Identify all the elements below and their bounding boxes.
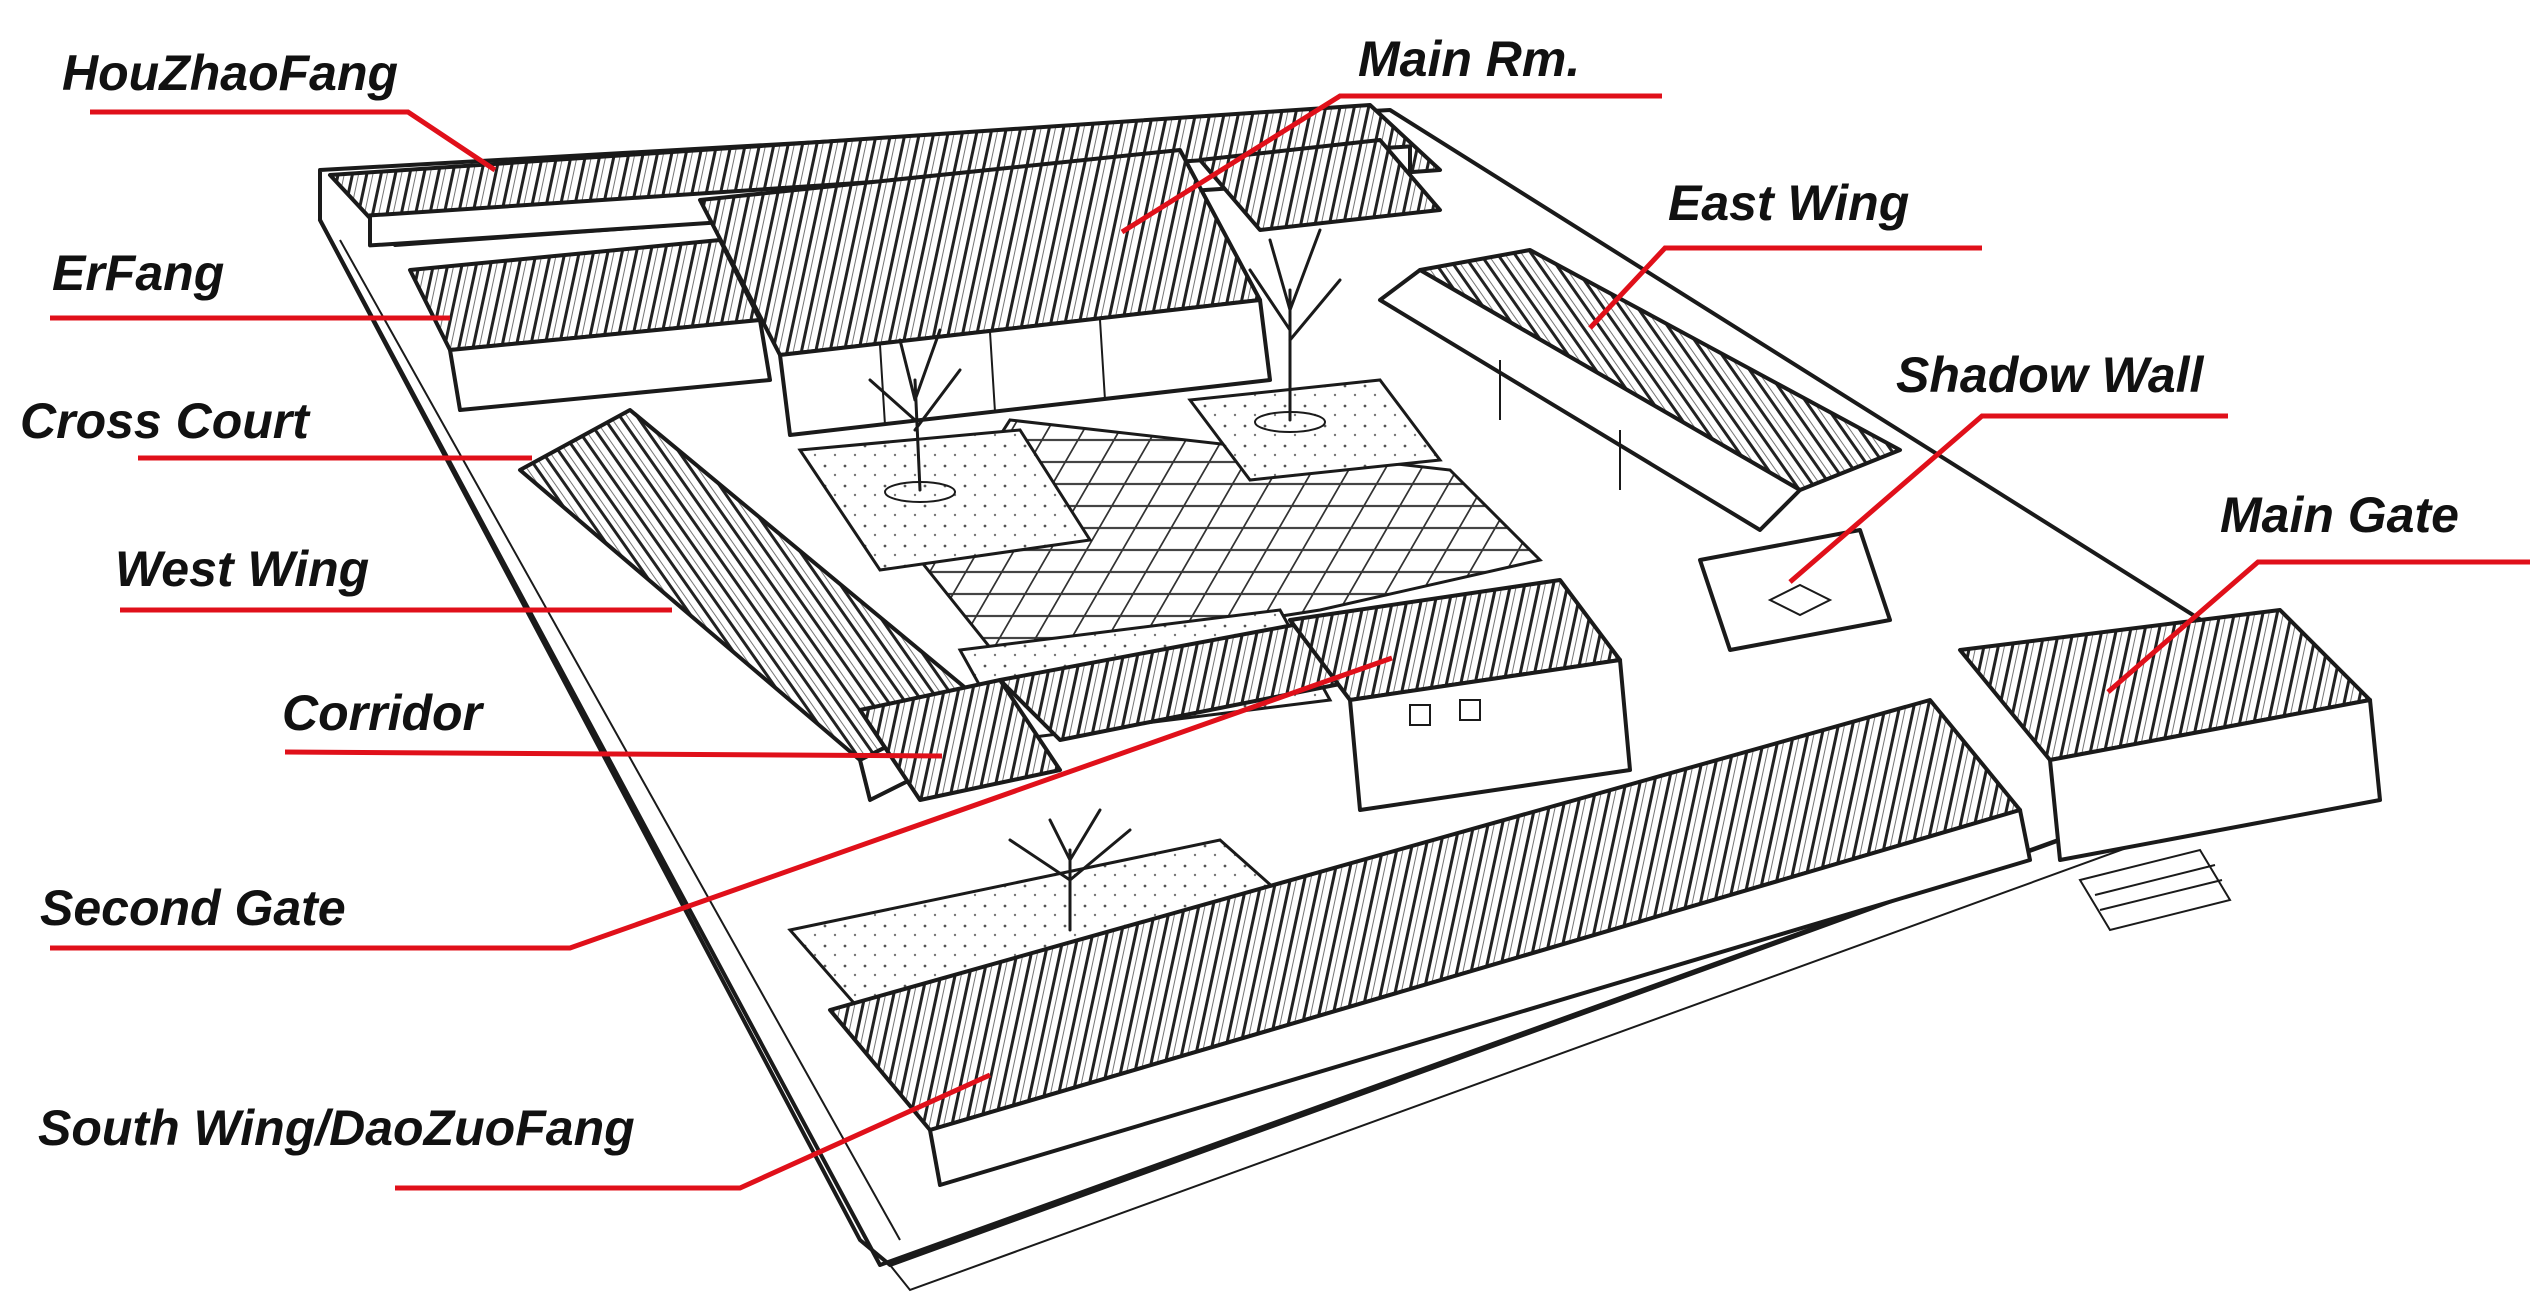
tree-front: [1008, 808, 1132, 932]
label-text-corridor: Corridor: [282, 685, 485, 741]
corridor-structure: [858, 618, 1362, 802]
label-text-second-gate: Second Gate: [40, 880, 346, 936]
main-room-building: [698, 148, 1272, 437]
erfang-building: [408, 238, 772, 412]
label-houzhaofang: HouZhaoFang: [62, 45, 497, 173]
label-text-south-wing: South Wing/DaoZuoFang: [38, 1100, 635, 1156]
second-gate-building: [1288, 578, 1632, 812]
label-shadow-wall: Shadow Wall: [1788, 347, 2228, 584]
label-text-main-rm: Main Rm.: [1358, 31, 1580, 87]
tree-west: [868, 328, 962, 503]
label-erfang: ErFang: [50, 245, 450, 321]
label-text-houzhaofang: HouZhaoFang: [62, 45, 398, 101]
east-erfang-building: [1198, 138, 1442, 232]
label-main-rm: Main Rm.: [1120, 31, 1662, 235]
leader-line-second-gate: [50, 655, 1393, 951]
main-gate-building: [1958, 608, 2382, 932]
label-east-wing: East Wing: [1588, 175, 1982, 330]
label-text-east-wing: East Wing: [1668, 175, 1909, 231]
label-second-gate: Second Gate: [40, 655, 1393, 951]
label-corridor: Corridor: [282, 685, 943, 759]
leader-line-east-wing: [1588, 245, 1982, 330]
leader-line-main-gate: [2106, 559, 2530, 694]
label-main-gate: Main Gate: [2106, 487, 2530, 694]
label-west-wing: West Wing: [115, 541, 672, 613]
east-wing-building: [1378, 248, 1902, 532]
label-text-main-gate: Main Gate: [2220, 487, 2459, 543]
leader-line-corridor: [284, 749, 943, 759]
leader-line-shadow-wall: [1788, 413, 2228, 584]
tree-east: [1248, 228, 1342, 433]
label-text-west-wing: West Wing: [115, 541, 369, 597]
label-text-cross-court: Cross Court: [20, 393, 311, 449]
shadow-wall-structure: [1698, 528, 1892, 652]
leader-line-main-rm: [1120, 93, 1662, 235]
leader-line-south-wing: [395, 1072, 992, 1191]
label-cross-court: Cross Court: [20, 393, 532, 461]
label-text-erfang: ErFang: [52, 245, 224, 301]
leader-line-houzhaofang: [90, 109, 497, 173]
south-wing-building: [828, 698, 2032, 1187]
label-south-wing: South Wing/DaoZuoFang: [38, 1072, 992, 1191]
label-text-shadow-wall: Shadow Wall: [1896, 347, 2205, 403]
